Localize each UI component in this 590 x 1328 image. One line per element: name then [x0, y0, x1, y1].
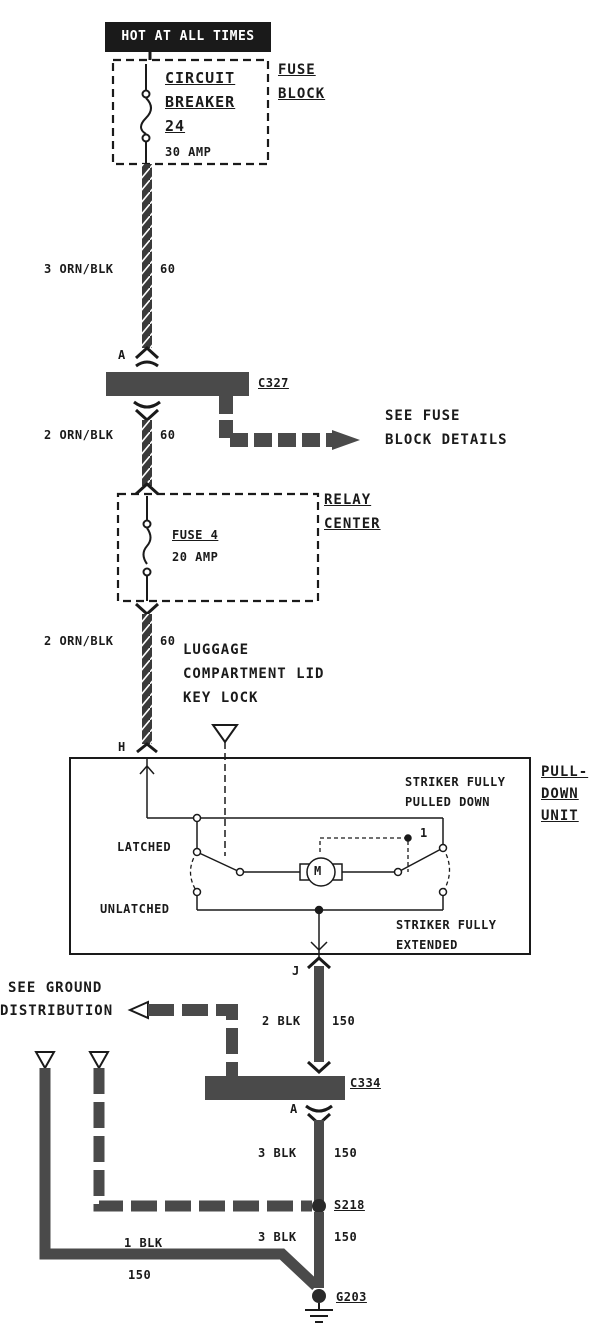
c327-terminal-a — [134, 345, 160, 368]
ground-distribution-symbol — [127, 1000, 149, 1020]
wire-3-circuit: 60 — [160, 634, 176, 648]
hot-at-all-times-label: HOT AT ALL TIMES — [105, 22, 271, 52]
motor-label: M — [314, 864, 322, 878]
breaker-label-3: 24 — [165, 117, 186, 135]
wire-blk-3 — [314, 1212, 324, 1288]
relay-center-terminal-out — [134, 602, 160, 617]
fuse-4-rating: 20 AMP — [172, 550, 219, 564]
breaker-label-1: CIRCUIT — [165, 69, 236, 87]
relay-center-terminal-in — [134, 481, 160, 496]
c334-label: C334 — [350, 1076, 381, 1090]
pulldown-title-3: UNIT — [541, 808, 579, 824]
key-lock-label-1: LUGGAGE — [183, 642, 250, 658]
wire-2-gauge: 2 ORN/BLK — [44, 428, 114, 442]
fuse-block-details-2: BLOCK DETAILS — [385, 432, 508, 448]
wire-orn-blk-3 — [142, 614, 152, 744]
striker-pulled-2: PULLED DOWN — [405, 795, 490, 809]
branch-symbol-left — [34, 1051, 56, 1071]
unlatched-label: UNLATCHED — [100, 902, 170, 916]
key-lock-label-3: KEY LOCK — [183, 690, 259, 706]
wire-6-circuit: 150 — [334, 1230, 358, 1244]
relay-center-title-1: RELAY — [324, 492, 372, 508]
pulldown-title-2: DOWN — [541, 786, 579, 802]
wire-4-circuit: 150 — [332, 1014, 356, 1028]
c327-pin-a: A — [118, 348, 126, 362]
c334-connector — [205, 1076, 345, 1100]
wire-1-circuit: 60 — [160, 262, 176, 276]
pulldown-title-1: PULL- — [541, 764, 589, 780]
c334-terminal-top — [306, 1060, 332, 1075]
wire-1-gauge: 3 ORN/BLK — [44, 262, 114, 276]
wire-3-gauge: 2 ORN/BLK — [44, 634, 114, 648]
fuse-block-details-arrow — [332, 430, 360, 450]
fuse-4-label: FUSE 4 — [172, 528, 219, 542]
fuse-block-title-2: BLOCK — [278, 86, 326, 102]
fuse-block-title-1: FUSE — [278, 62, 316, 78]
fuse-block-details-1: SEE FUSE — [385, 408, 461, 424]
c327-terminal-below — [133, 400, 161, 423]
c327-fuse-block-branch — [219, 396, 332, 447]
wire-blk-2 — [314, 1120, 324, 1204]
wire-orn-blk-1 — [142, 164, 152, 348]
key-lock-label-2: COMPARTMENT LID — [183, 666, 325, 682]
fuse-4-symbol — [142, 496, 152, 601]
ground-label: G203 — [336, 1290, 367, 1304]
breaker-label-2: BREAKER — [165, 93, 236, 111]
key-lock-symbol — [211, 724, 239, 744]
branch-symbol-right — [88, 1051, 110, 1071]
pulldown-pin-h: H — [118, 740, 126, 754]
pulldown-pin-j: J — [292, 964, 300, 978]
pulldown-terminal-j — [306, 955, 332, 970]
ground-distribution-2: DISTRIBUTION — [0, 1003, 114, 1019]
wire-7-circuit: 150 — [128, 1268, 152, 1282]
latched-label: LATCHED — [117, 840, 172, 854]
wire-blk-4 — [39, 1068, 320, 1291]
relay-center-title-2: CENTER — [324, 516, 381, 532]
striker-extended-2: EXTENDED — [396, 938, 458, 952]
motor-symbol — [299, 857, 343, 887]
splice-s218 — [312, 1199, 326, 1213]
ground-symbol — [305, 1303, 333, 1323]
striker-extended-1: STRIKER FULLY — [396, 918, 497, 932]
wire-6-gauge: 3 BLK — [258, 1230, 297, 1244]
relay-center-outline — [116, 492, 320, 603]
ground-g203-point — [312, 1289, 326, 1303]
c327-label: C327 — [258, 376, 289, 390]
ground-distribution-1: SEE GROUND — [8, 980, 103, 996]
wire-2-circuit: 60 — [160, 428, 176, 442]
switch-number: 1 — [420, 826, 428, 840]
ground-distribution-branch — [148, 1004, 238, 1078]
c334-pin-a: A — [290, 1102, 298, 1116]
splice-dashed-branch — [93, 1068, 312, 1212]
wire-5-gauge: 3 BLK — [258, 1146, 297, 1160]
splice-label: S218 — [334, 1198, 365, 1212]
wire-4-gauge: 2 BLK — [262, 1014, 301, 1028]
wire-orn-blk-2 — [142, 420, 152, 486]
pulldown-terminal-h — [136, 742, 158, 754]
breaker-rating: 30 AMP — [165, 145, 212, 159]
wire-blk-1 — [314, 966, 324, 1062]
pulldown-contacts — [192, 813, 448, 915]
wire-5-circuit: 150 — [334, 1146, 358, 1160]
c327-connector — [106, 372, 249, 396]
pulldown-unit-box — [69, 757, 531, 955]
striker-pulled-1: STRIKER FULLY — [405, 775, 506, 789]
circuit-breaker-symbol — [140, 64, 152, 166]
wire-7-gauge: 1 BLK — [124, 1236, 163, 1250]
